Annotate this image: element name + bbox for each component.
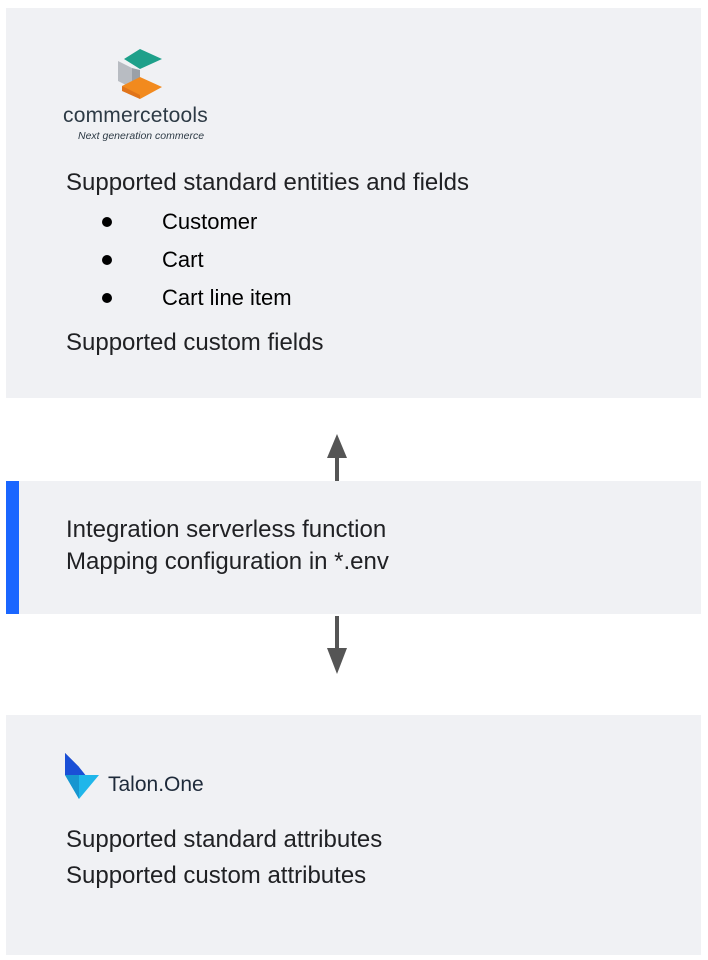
bullet-icon xyxy=(102,255,112,265)
accent-bar xyxy=(6,481,19,614)
arrow-down-icon xyxy=(327,616,347,674)
commercetools-panel: commercetools Next generation commerce S… xyxy=(6,8,701,398)
commercetools-brand: commercetools xyxy=(63,104,208,127)
commercetools-logo-icon xyxy=(118,49,162,99)
entity-label: Customer xyxy=(162,209,258,234)
t1-standard-attributes: Supported standard attributes xyxy=(66,826,383,853)
t1-custom-attributes: Supported custom attributes xyxy=(66,862,367,889)
integration-panel: Integration serverless function Mapping … xyxy=(6,481,701,614)
integration-line-1: Integration serverless function xyxy=(66,516,387,543)
integration-line-2: Mapping configuration in *.env xyxy=(66,548,389,575)
arrow-up-icon xyxy=(327,434,347,482)
ct-custom-fields: Supported custom fields xyxy=(66,329,324,356)
entity-label: Cart line item xyxy=(162,285,292,310)
bullet-icon xyxy=(102,217,112,227)
ct-heading: Supported standard entities and fields xyxy=(66,169,469,196)
talon-one-panel: Talon.One Supported standard attributes … xyxy=(6,715,701,955)
talon-one-brand: Talon.One xyxy=(108,773,204,796)
commercetools-tagline: Next generation commerce xyxy=(78,130,205,142)
entity-label: Cart xyxy=(162,247,204,272)
talon-one-logo-icon xyxy=(65,753,99,799)
bullet-icon xyxy=(102,293,112,303)
